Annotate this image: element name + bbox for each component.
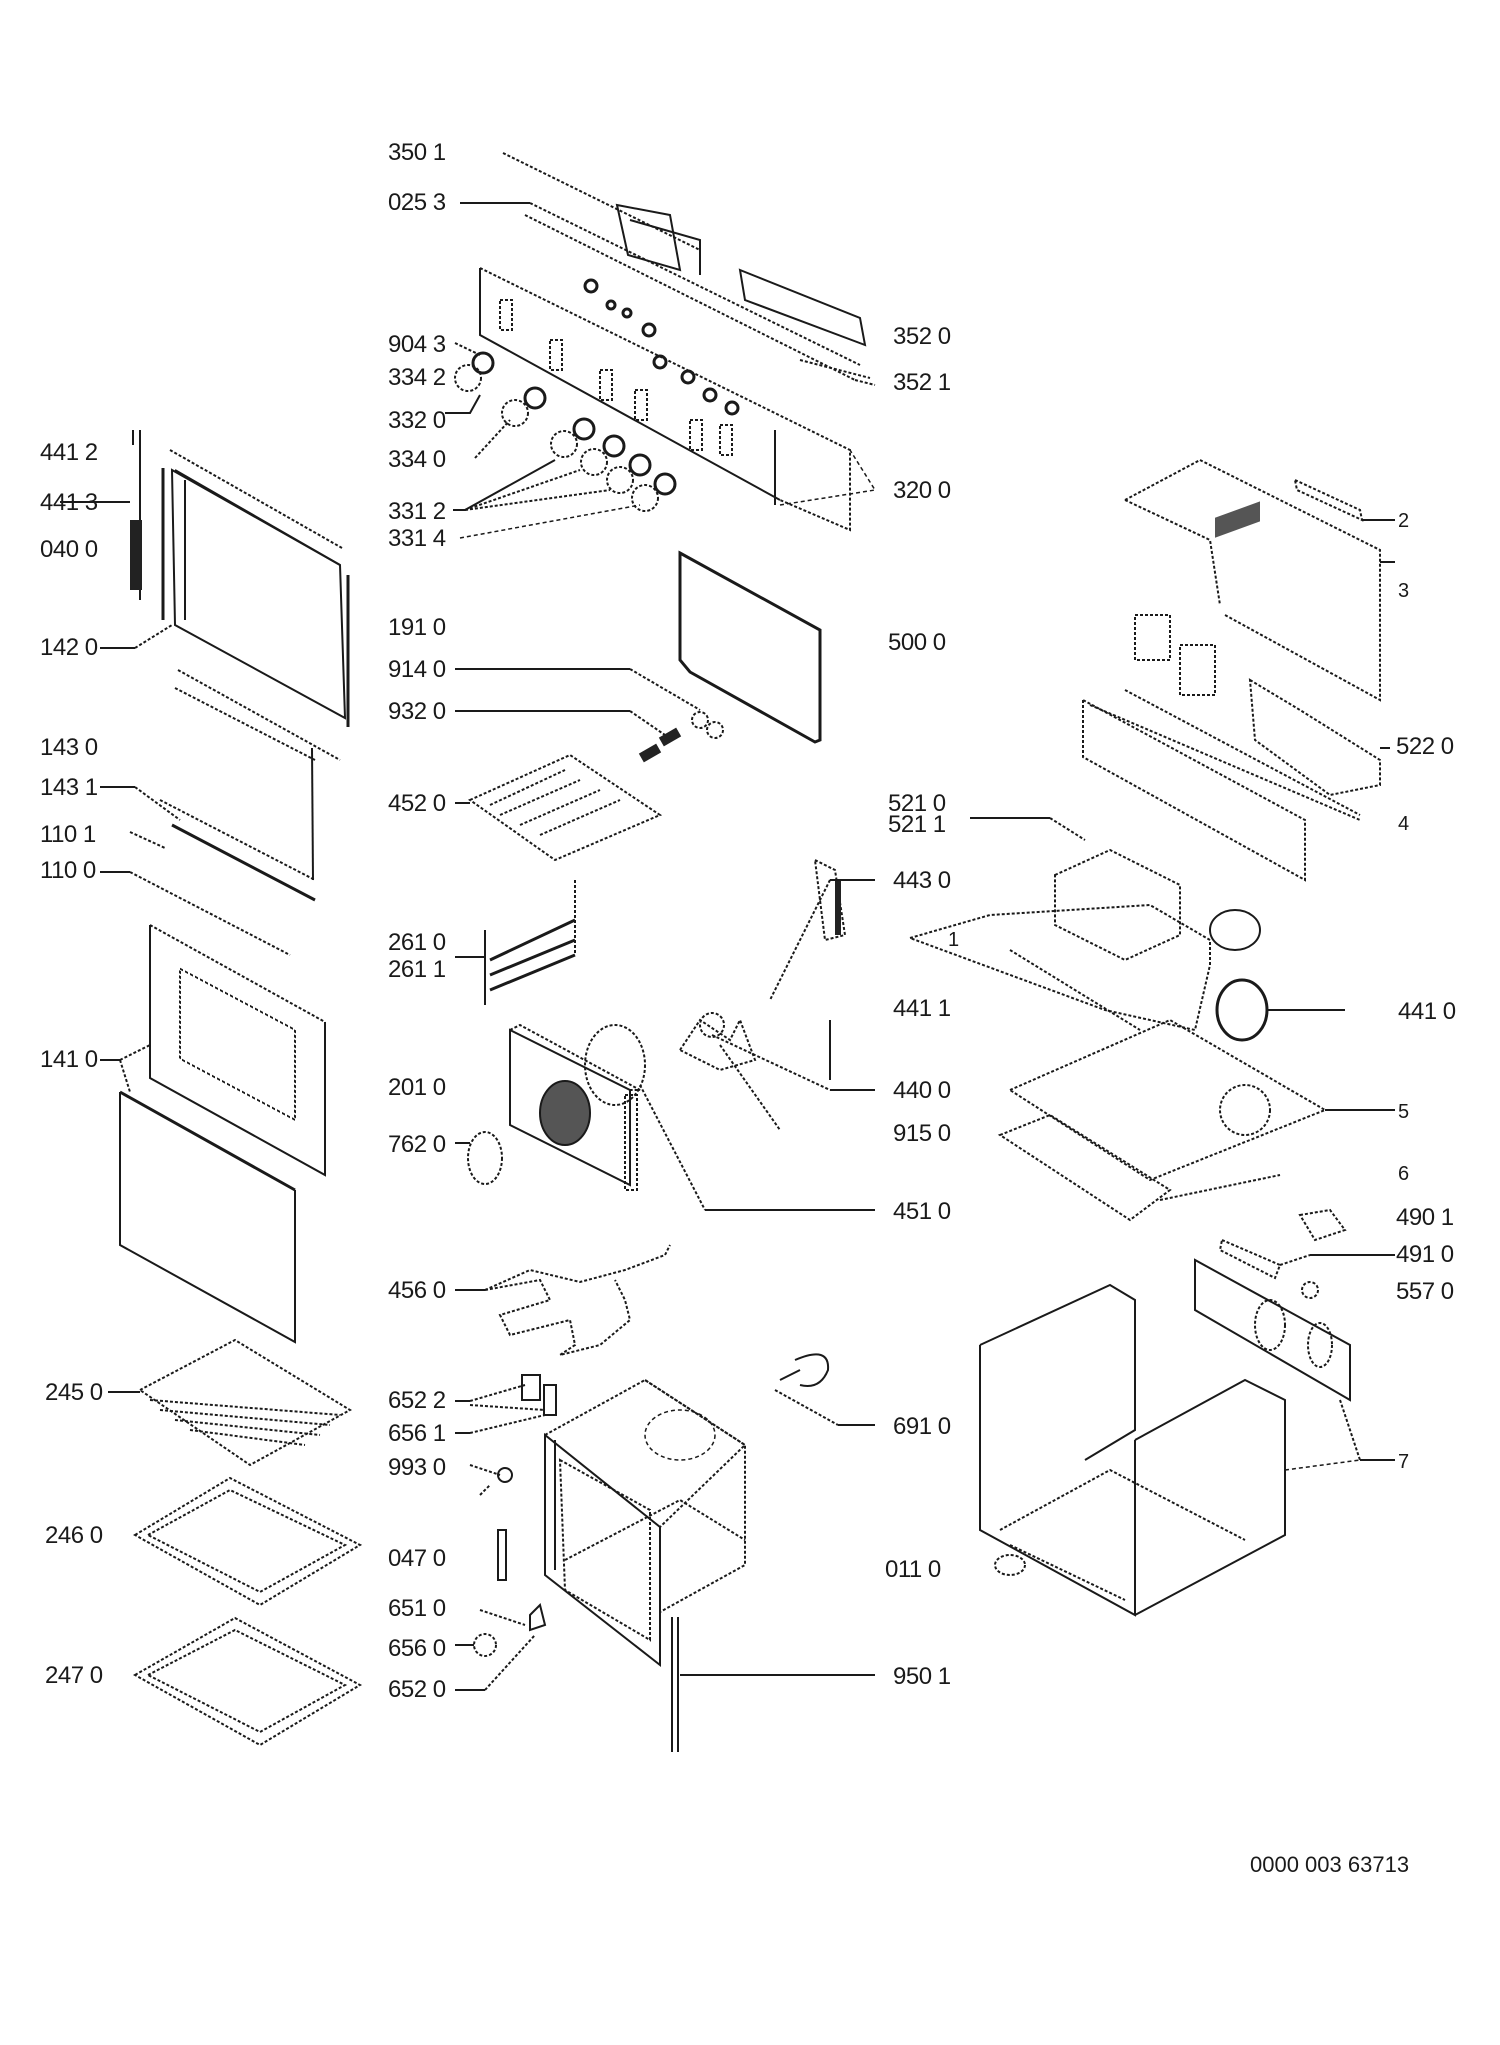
part-label-143-0: 143 0 [40, 734, 98, 761]
part-label-456-0: 456 0 [388, 1277, 446, 1304]
part-label-652-0: 652 0 [388, 1676, 446, 1703]
part-label-245-0: 245 0 [45, 1379, 103, 1406]
part-label-490-1: 490 1 [1396, 1204, 1454, 1231]
part-label-040-0: 040 0 [40, 536, 98, 563]
part-label-452-0: 452 0 [388, 790, 446, 817]
part-label-451-0: 451 0 [893, 1198, 951, 1225]
part-label-440-0: 440 0 [893, 1077, 951, 1104]
part-label-522-0: 522 0 [1396, 733, 1454, 760]
part-label-261-0: 261 0 [388, 929, 446, 956]
part-label-246-0: 246 0 [45, 1522, 103, 1549]
part-label-110-1: 110 1 [40, 821, 96, 848]
door-drawing [60, 430, 350, 1344]
part-label-201-0: 201 0 [388, 1074, 446, 1101]
part-label-656-1: 656 1 [388, 1420, 446, 1447]
part-label-441-1: 441 1 [893, 995, 951, 1022]
part-label-691-0: 691 0 [893, 1413, 951, 1440]
part-label-025-3: 025 3 [388, 189, 446, 216]
control-panel-drawing [445, 152, 877, 539]
part-label-142-0: 142 0 [40, 634, 98, 661]
part-label-914-0: 914 0 [388, 656, 446, 683]
part-label-491-0: 491 0 [1396, 1241, 1454, 1268]
part-label-011-0: 011 0 [885, 1556, 941, 1583]
part-label-143-1: 143 1 [40, 774, 98, 801]
part-label-191-0: 191 0 [388, 614, 446, 641]
part-label-332-0: 332 0 [388, 407, 446, 434]
part-label-904-3: 904 3 [388, 331, 446, 358]
part-label-334-0: 334 0 [388, 446, 446, 473]
part-label-656-0: 656 0 [388, 1635, 446, 1662]
part-label-915-0: 915 0 [893, 1120, 951, 1147]
document-id: 0000 003 63713 [1250, 1852, 1410, 1877]
cavity-drawing [455, 1353, 875, 1752]
part-label-652-2: 652 2 [388, 1387, 446, 1414]
part-label-047-0: 047 0 [388, 1545, 446, 1572]
part-label-651-0: 651 0 [388, 1595, 446, 1622]
part-label-331-4: 331 4 [388, 525, 446, 552]
part-label-441-0: 441 0 [1398, 998, 1456, 1025]
part-label-352-1: 352 1 [893, 369, 951, 396]
part-label-443-0: 443 0 [893, 867, 951, 894]
part-label-5: 5 [1398, 1101, 1410, 1123]
part-label-6: 6 [1398, 1163, 1410, 1185]
part-label-110-0: 110 0 [40, 857, 96, 884]
part-label-334-2: 334 2 [388, 364, 446, 391]
part-label-2: 2 [1398, 510, 1410, 532]
part-label-932-0: 932 0 [388, 698, 446, 725]
part-label-521-0: 521 0 [888, 790, 946, 817]
accessories-drawing [108, 1338, 363, 1747]
part-label-4: 4 [1398, 813, 1410, 835]
part-label-521-1: 521 1 [888, 811, 946, 838]
part-label-261-1: 261 1 [388, 956, 446, 983]
part-label-7: 7 [1398, 1451, 1410, 1473]
part-label-993-0: 993 0 [388, 1454, 446, 1481]
part-label-950-1: 950 1 [893, 1663, 951, 1690]
housing-drawing [906, 458, 1395, 1617]
cavity-components-drawing [455, 550, 875, 1356]
part-label-441-3: 441 3 [40, 489, 98, 516]
part-label-441-2: 441 2 [40, 439, 98, 466]
part-label-350-1: 350 1 [388, 139, 446, 166]
part-label-3: 3 [1398, 580, 1410, 602]
part-label-141-0: 141 0 [40, 1046, 98, 1073]
part-label-762-0: 762 0 [388, 1131, 446, 1158]
part-label-247-0: 247 0 [45, 1662, 103, 1689]
part-label-557-0: 557 0 [1396, 1278, 1454, 1305]
part-label-331-2: 331 2 [388, 498, 446, 525]
part-label-1: 1 [948, 929, 960, 951]
part-label-320-0: 320 0 [893, 477, 951, 504]
part-label-500-0: 500 0 [888, 629, 946, 656]
part-label-352-0: 352 0 [893, 323, 951, 350]
